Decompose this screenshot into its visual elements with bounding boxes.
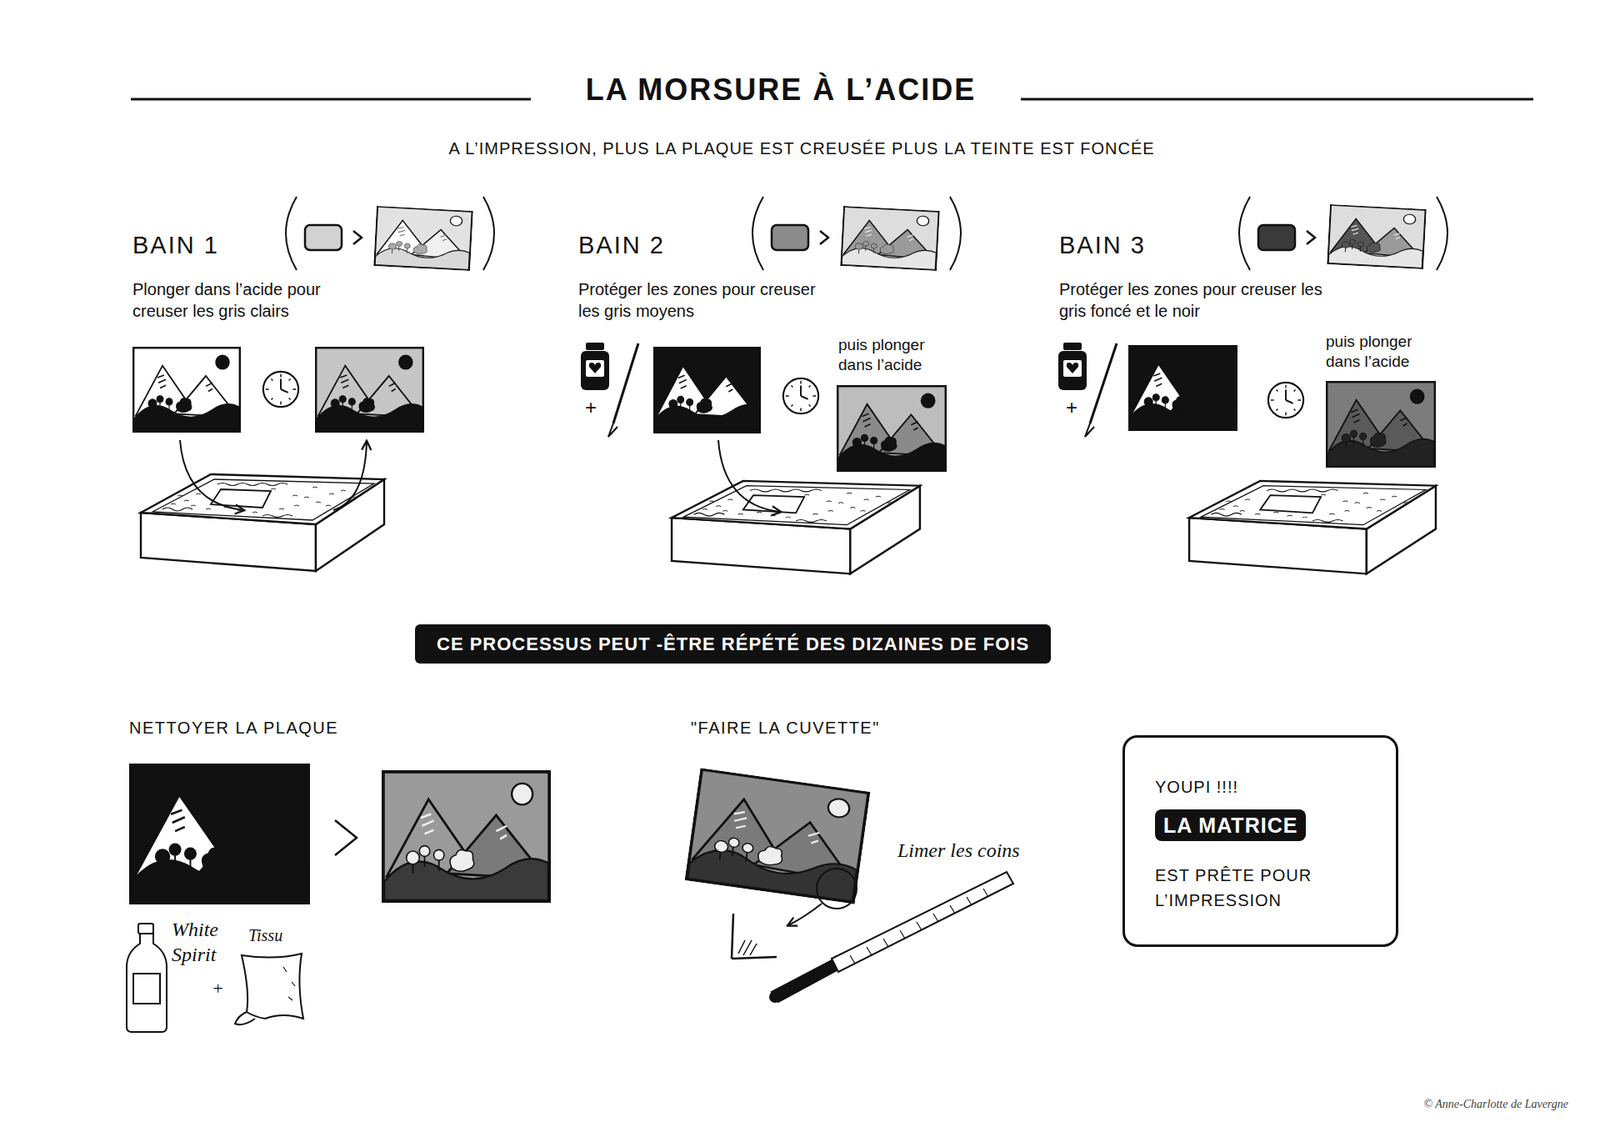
plus-sign: +	[211, 976, 225, 1000]
subtitle: A L’IMPRESSION, PLUS LA PLAQUE EST CREUS…	[301, 138, 1302, 160]
preview-plate	[374, 206, 472, 270]
result-box: YOUPI !!!! LA MATRICE EST PRÊTE POUR L’IMP…	[1122, 735, 1399, 947]
section-heading: NETTOYER LA PLAQUE	[129, 717, 339, 739]
dip-arrow	[333, 441, 367, 510]
bath-1-result-preview	[285, 196, 297, 270]
arrow-chevron	[335, 820, 357, 855]
zoom-callout	[816, 868, 857, 909]
bath-2-result-preview	[752, 196, 764, 270]
file-tool	[770, 871, 1014, 1002]
step-text: Protéger les zones pour creuser les gris…	[578, 278, 820, 322]
acid-tray	[671, 480, 920, 574]
plate-bevel	[686, 769, 870, 903]
arrow-chevron	[335, 820, 357, 855]
title-rule	[1020, 98, 1534, 101]
plate-after	[383, 771, 550, 901]
brush-pen	[608, 343, 639, 437]
step-text: Plonger dans l’acide pour creuser les gr…	[132, 278, 375, 322]
bath-1-result-preview	[305, 225, 342, 250]
copyright: © Anne-Charlotte de Lavergne	[1300, 1096, 1569, 1112]
step-note: puis plonger dans l’acide	[1325, 331, 1439, 372]
step-note: puis plonger dans l’acide	[838, 335, 951, 375]
white-spirit-bottle	[133, 973, 160, 1004]
file-tool	[771, 960, 837, 1002]
zoom-callout	[788, 903, 822, 925]
plus-sign: +	[585, 395, 597, 420]
node-text: YOUPI !!!!	[1155, 774, 1380, 800]
cloth	[235, 953, 304, 1025]
bath-3-result-preview	[1436, 196, 1448, 270]
plate-before	[654, 347, 760, 433]
step-heading: BAIN 2	[578, 230, 665, 260]
preview-plate	[1327, 205, 1425, 269]
step-text: Protéger les zones pour creuser les gris…	[1059, 278, 1335, 322]
plate-after	[315, 347, 424, 432]
bath-3-result-preview	[1239, 196, 1250, 270]
dip-arrow	[180, 440, 367, 510]
highlight-pill: LA MATRICE	[1155, 809, 1306, 841]
acid-tray	[140, 474, 385, 571]
plate-after	[837, 385, 946, 471]
bath-2-result-preview	[752, 196, 961, 270]
plate-before	[130, 765, 309, 903]
brush-pen	[613, 343, 639, 424]
handwritten-label: Limer les coins	[897, 837, 1020, 863]
bath-2-result-preview	[820, 230, 829, 245]
dip-arrow	[180, 440, 244, 510]
dip-arrow	[718, 440, 780, 512]
clock-icon	[783, 378, 819, 414]
white-spirit-bottle	[126, 923, 167, 1032]
zoom-callout	[731, 868, 857, 959]
step-heading: BAIN 1	[132, 230, 220, 260]
plate-before	[1129, 345, 1237, 430]
handwritten-label: Tissu	[248, 925, 283, 946]
file-tool	[850, 888, 989, 964]
banner: CE PROCESSUS PEUT -ÊTRE RÉPÉTÉ DES DIZAI…	[415, 624, 1051, 664]
step-heading: BAIN 3	[1059, 230, 1146, 260]
node-text: LA MATRICE	[1163, 811, 1298, 839]
cloth	[241, 953, 304, 1019]
file-tool	[770, 991, 780, 1002]
white-spirit-bottle	[138, 923, 154, 934]
zoom-callout	[738, 940, 757, 955]
zoom-callout	[731, 913, 777, 959]
preview-plate	[840, 206, 939, 270]
bath-1-result-preview	[353, 230, 362, 245]
bath-2-result-preview	[771, 225, 809, 250]
brush-pen	[1090, 343, 1117, 424]
plate-before	[133, 347, 240, 432]
bath-3-result-preview	[1306, 230, 1315, 245]
section-heading: "FAIRE LA CUVETTE"	[690, 717, 880, 739]
bath-3-result-preview	[1239, 196, 1448, 270]
cloth	[283, 966, 295, 1000]
brush-pen	[1085, 343, 1117, 437]
plus-sign: +	[1065, 395, 1078, 420]
white-spirit-bottle	[126, 933, 167, 1032]
cloth	[235, 1011, 255, 1025]
node-text: CE PROCESSUS PEUT -ÊTRE RÉPÉTÉ DES DIZAI…	[436, 624, 1030, 664]
file-tool	[831, 871, 1014, 972]
bath-2-result-preview	[950, 196, 961, 270]
bath-1-result-preview	[483, 196, 495, 270]
clock-icon	[263, 371, 299, 407]
brush-pen	[608, 423, 618, 437]
handwritten-label: White Spirit	[171, 916, 247, 967]
brush-pen	[1085, 423, 1095, 437]
varnish-jar	[1058, 342, 1087, 390]
plate-after	[1326, 381, 1435, 467]
acid-tray	[1189, 480, 1436, 574]
varnish-jar	[580, 342, 610, 390]
diagram-title: LA MORSURE À L’ACIDE	[530, 71, 1031, 109]
clock-icon	[1268, 382, 1304, 418]
dip-arrow	[718, 440, 780, 512]
bath-1-result-preview	[285, 196, 495, 270]
title-rule	[130, 98, 531, 101]
bath-3-result-preview	[1258, 225, 1295, 250]
node-text: EST PRÊTE POUR L’IMPRESSION	[1155, 862, 1347, 913]
